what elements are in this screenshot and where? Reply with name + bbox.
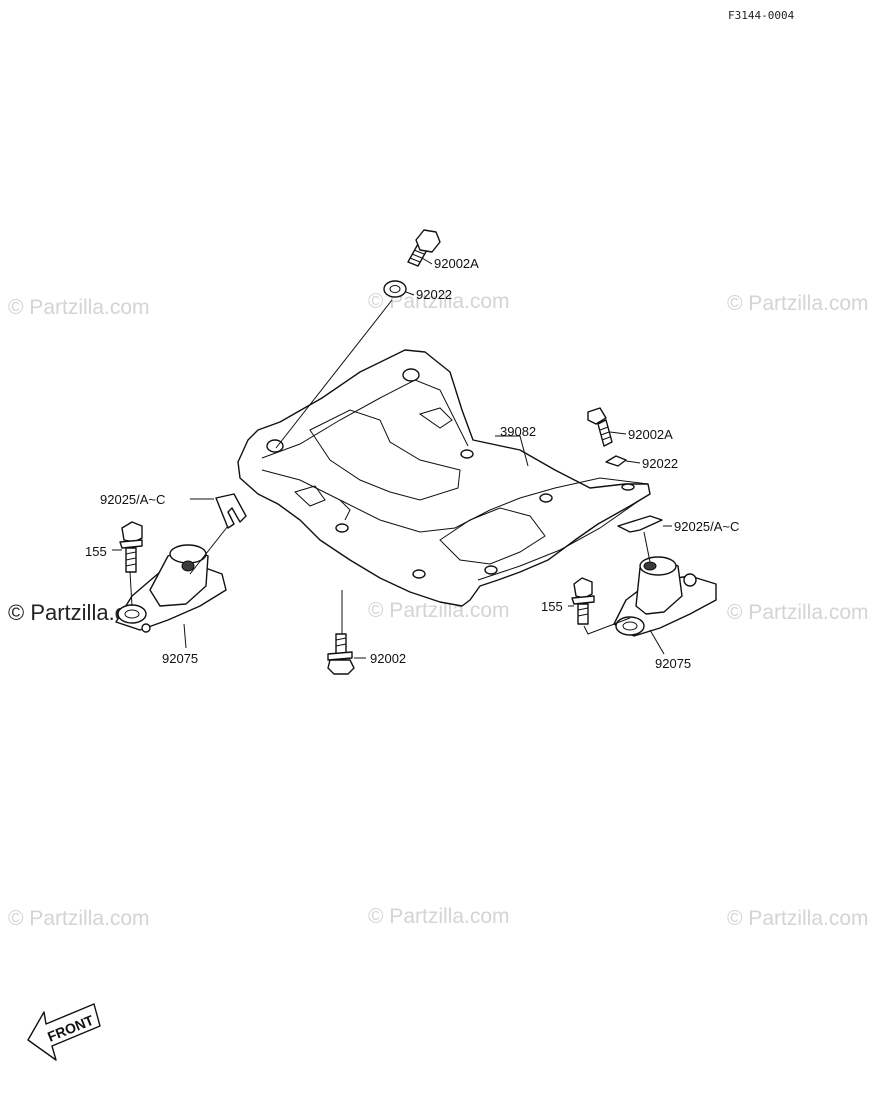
mount-left-drawing	[115, 544, 227, 633]
part-labels: 92002A 92022 39082 92002A 92022 92025/A~…	[85, 256, 739, 671]
watermark: © Partzilla.com	[8, 296, 150, 319]
watermark: © Partzilla.com	[368, 599, 510, 622]
shim-left-drawing	[215, 493, 247, 529]
watermark: © Partzilla.com	[727, 601, 869, 624]
label-bolt-155-left: 155	[85, 544, 107, 559]
bolt-155-right-drawing	[571, 577, 595, 625]
shim-right-drawing	[617, 515, 663, 533]
diagram-code: F3144-0004	[728, 9, 795, 22]
label-washer-top: 92022	[416, 287, 452, 302]
label-bolt-155-right: 155	[541, 599, 563, 614]
engine-mount-plate-drawing	[237, 349, 651, 607]
label-mount-right: 92075	[655, 656, 691, 671]
bolt-155-left-drawing	[119, 521, 143, 573]
leader-lines	[112, 257, 672, 659]
watermark: © Partzilla.com	[8, 907, 150, 930]
bolt-top-drawing	[407, 229, 441, 267]
watermark: © Partzilla.com	[368, 905, 510, 928]
bolt-bottom-drawing	[327, 633, 355, 675]
label-mount-left: 92075	[162, 651, 198, 666]
watermarks: © Partzilla.com © Partzilla.com © Partzi…	[8, 290, 869, 930]
watermark: © Partzilla.com	[368, 290, 510, 313]
label-bolt-top: 92002A	[434, 256, 479, 271]
label-plate: 39082	[500, 424, 536, 439]
label-bolt-right: 92002A	[628, 427, 673, 442]
label-bolt-bottom: 92002	[370, 651, 406, 666]
front-arrow-icon: FRONT	[27, 1003, 101, 1061]
label-shim-right: 92025/A~C	[674, 519, 739, 534]
watermark: © Partzilla.com	[727, 292, 869, 315]
washer-top-drawing	[383, 280, 407, 298]
mount-right-drawing	[613, 556, 717, 637]
label-washer-right: 92022	[642, 456, 678, 471]
bolt-right-drawing	[587, 407, 613, 447]
watermark: © Partzilla.com	[727, 907, 869, 930]
label-shim-left: 92025/A~C	[100, 492, 165, 507]
washer-right-drawing	[605, 455, 627, 467]
